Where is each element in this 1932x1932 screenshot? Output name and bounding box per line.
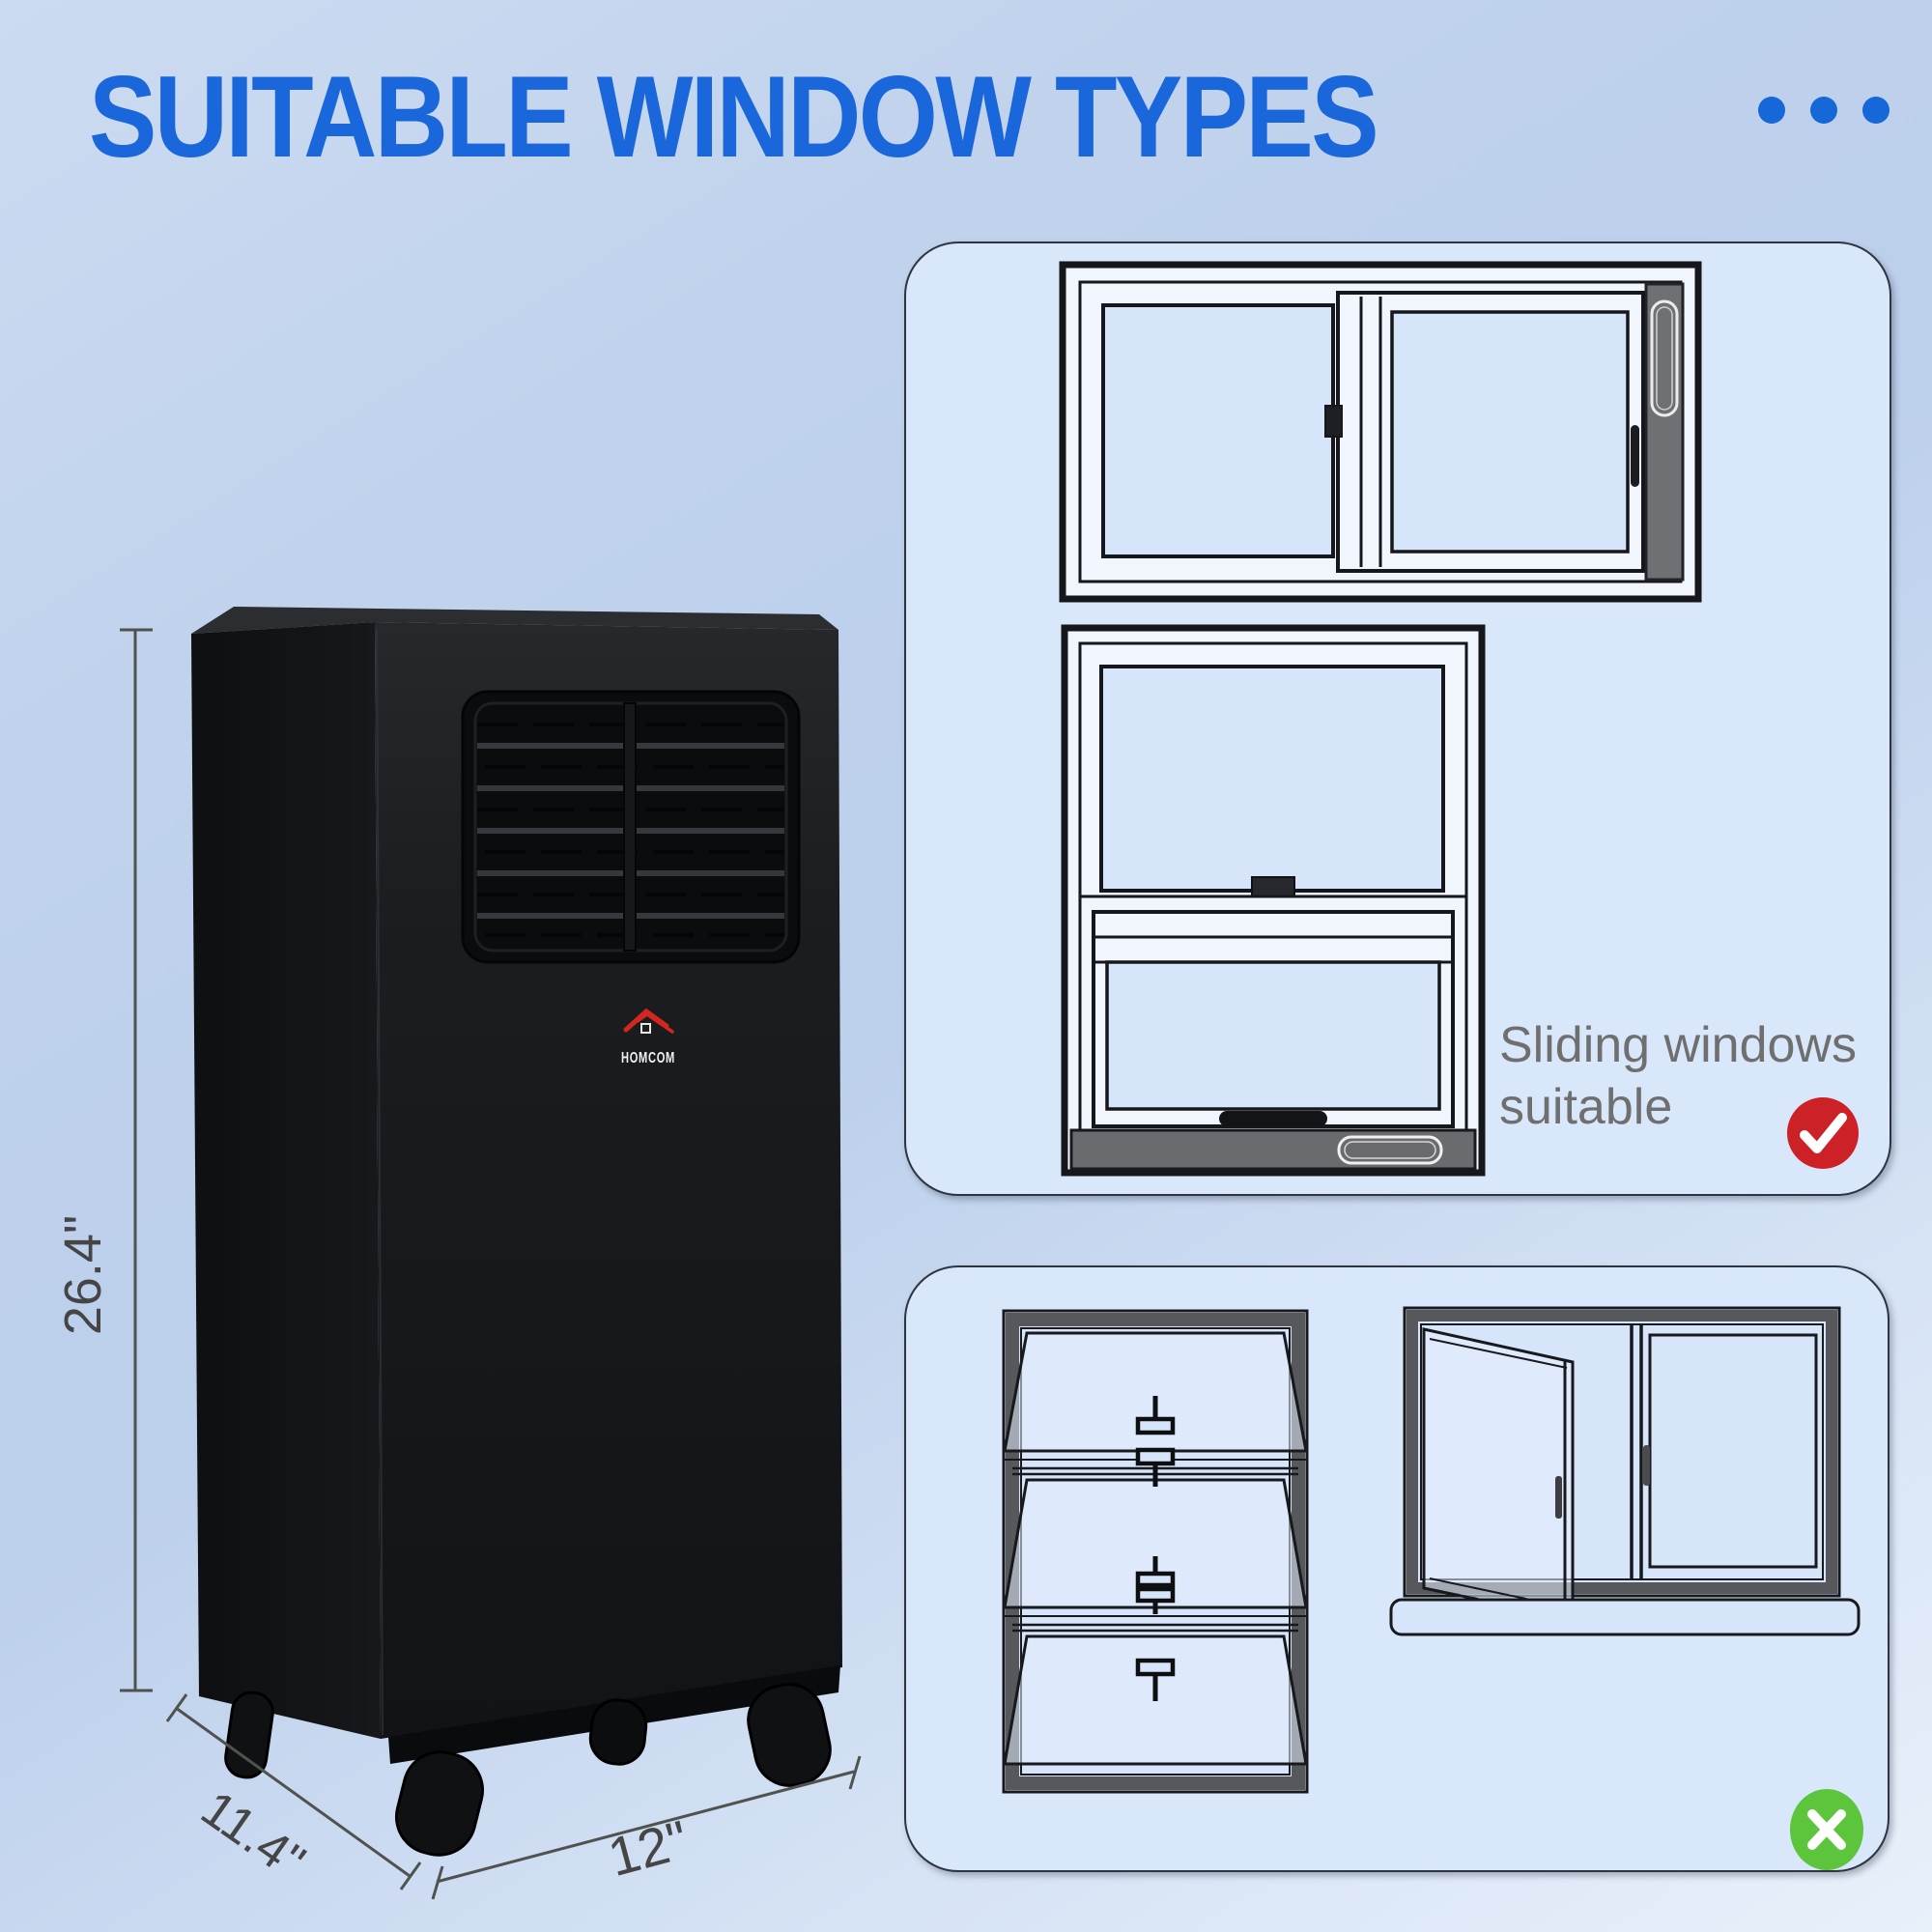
ellipsis-decoration bbox=[1758, 97, 1889, 124]
not-suitable-cross-badge bbox=[1790, 1789, 1863, 1870]
window-handle bbox=[1219, 1111, 1327, 1126]
ac-grille bbox=[461, 690, 801, 964]
brand-text: HOMCOM bbox=[621, 1050, 675, 1066]
page-title: SUITABLE WINDOW TYPES bbox=[89, 52, 1379, 182]
window-sill bbox=[1389, 1598, 1861, 1636]
dot-icon bbox=[1862, 97, 1889, 124]
sliding-windows-panel: Sliding windows suitable bbox=[904, 242, 1891, 1196]
dimension-annotations bbox=[120, 628, 862, 1900]
depth-dimension-label: 11.4" bbox=[191, 1780, 315, 1890]
awning-window-diagram bbox=[1002, 1309, 1309, 1794]
dot-icon bbox=[1810, 97, 1837, 124]
ac-left-face bbox=[191, 622, 381, 1739]
sash-latch bbox=[1251, 876, 1295, 897]
pushout-windows-panel: Push-out windows NOT suitable bbox=[904, 1265, 1889, 1872]
casement-window-diagram bbox=[1389, 1306, 1861, 1636]
window-handle bbox=[1631, 425, 1639, 487]
caption-line: Sliding windows bbox=[1499, 1017, 1857, 1073]
caster-wheels bbox=[224, 1683, 832, 1857]
caster-wheel bbox=[588, 1698, 648, 1766]
horizontal-sliding-window-diagram bbox=[1059, 261, 1702, 603]
width-dimension-label: 12" bbox=[602, 1808, 695, 1888]
suitable-check-badge bbox=[1787, 1097, 1859, 1169]
caption-line: suitable bbox=[1499, 1079, 1673, 1135]
ac-top-face bbox=[191, 607, 838, 634]
awning-handles bbox=[1135, 1396, 1176, 1701]
check-icon bbox=[1800, 1113, 1847, 1153]
double-hung-window-diagram bbox=[1061, 624, 1486, 1177]
homcom-logo: HOMCOM bbox=[621, 1008, 675, 1066]
roof-icon bbox=[636, 1011, 674, 1034]
sliding-caption: Sliding windows suitable bbox=[1499, 1014, 1857, 1138]
window-handle bbox=[1555, 1476, 1562, 1519]
caster-wheel bbox=[224, 1690, 274, 1779]
height-dimension-label: 26.4" bbox=[54, 1215, 112, 1335]
x-icon bbox=[1807, 1809, 1846, 1850]
window-handle bbox=[1643, 1445, 1650, 1486]
dot-icon bbox=[1758, 97, 1785, 124]
caster-wheel bbox=[394, 1750, 485, 1857]
caster-wheel bbox=[747, 1683, 832, 1787]
